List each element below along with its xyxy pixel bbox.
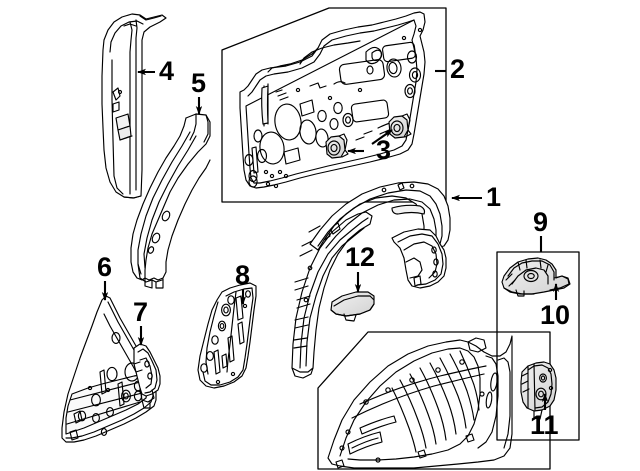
callout-label-6[interactable]: 6: [97, 252, 113, 282]
roof-rail-inner-panel[interactable]: [101, 13, 167, 199]
rear-body-panel-box: [221, 7, 447, 203]
center-pillar-reinforcement[interactable]: [130, 113, 211, 289]
quarter-inner-reinforcement[interactable]: [197, 282, 257, 389]
callout-label-12[interactable]: 12: [345, 242, 376, 272]
rear-body-panel[interactable]: [239, 11, 426, 189]
callout-label-5[interactable]: 5: [191, 68, 207, 98]
callout-label-11[interactable]: 11: [530, 410, 559, 440]
body-plug-grommet-right[interactable]: [388, 113, 412, 139]
hinge-pillar-bracket[interactable]: [133, 343, 161, 409]
callout-label-2[interactable]: 2: [450, 54, 466, 84]
callout-label-8[interactable]: 8: [235, 260, 251, 290]
callout-label-3[interactable]: 3: [376, 135, 392, 165]
trim-cover-plug[interactable]: [330, 291, 375, 322]
callout-label-10[interactable]: 10: [540, 300, 571, 330]
callout-label-1[interactable]: 1: [486, 182, 502, 212]
body-plug-grommet-left[interactable]: [325, 133, 349, 159]
callout-label-9[interactable]: 9: [533, 207, 549, 237]
callout-label-7[interactable]: 7: [133, 297, 149, 327]
wheelhouse-outer-bracket[interactable]: [309, 181, 451, 289]
rear-inner-quarter-panel[interactable]: [327, 335, 513, 469]
callout-label-4[interactable]: 4: [159, 56, 175, 86]
callout-leaders: [101, 68, 560, 410]
leader-3b: [371, 129, 393, 145]
front-pillar-inner-lower[interactable]: [61, 295, 157, 443]
bracket-assembly-box: [496, 251, 580, 441]
seat-belt-retractor-bracket[interactable]: [501, 257, 571, 297]
